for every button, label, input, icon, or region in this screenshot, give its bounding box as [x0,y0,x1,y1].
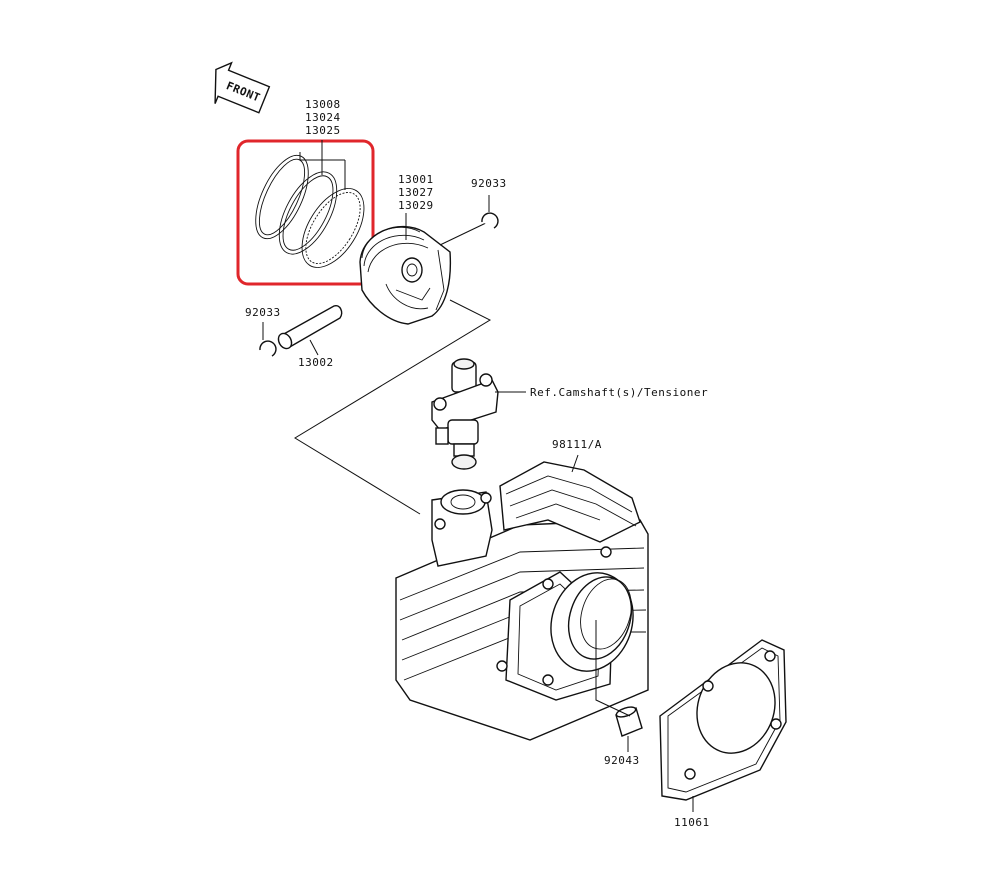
label-13029: 13029 [398,199,434,212]
label-98111a: 98111/A [552,438,602,451]
front-arrow-icon: FRONT [214,61,271,114]
dowel-pin [615,706,643,737]
label-13024: 13024 [305,111,341,124]
label-11061: 11061 [674,816,710,829]
cylinder-block [395,461,649,741]
label-13025: 13025 [305,124,341,137]
label-13027: 13027 [398,186,434,199]
label-92033-left: 92033 [245,306,281,319]
label-13008: 13008 [305,98,341,111]
piston [359,225,452,325]
label-ref-camshaft: Ref.Camshaft(s)/Tensioner [530,386,708,399]
label-92043: 92043 [604,754,640,767]
label-92033-right: 92033 [471,177,507,190]
rings-highlight-box [236,139,375,286]
piston-rings [255,154,365,268]
label-13002: 13002 [298,356,334,369]
cam-chain-tensioner [431,358,499,470]
label-13001: 13001 [398,173,434,186]
piston-pin [277,305,343,350]
cylinder-base-gasket [659,639,787,801]
